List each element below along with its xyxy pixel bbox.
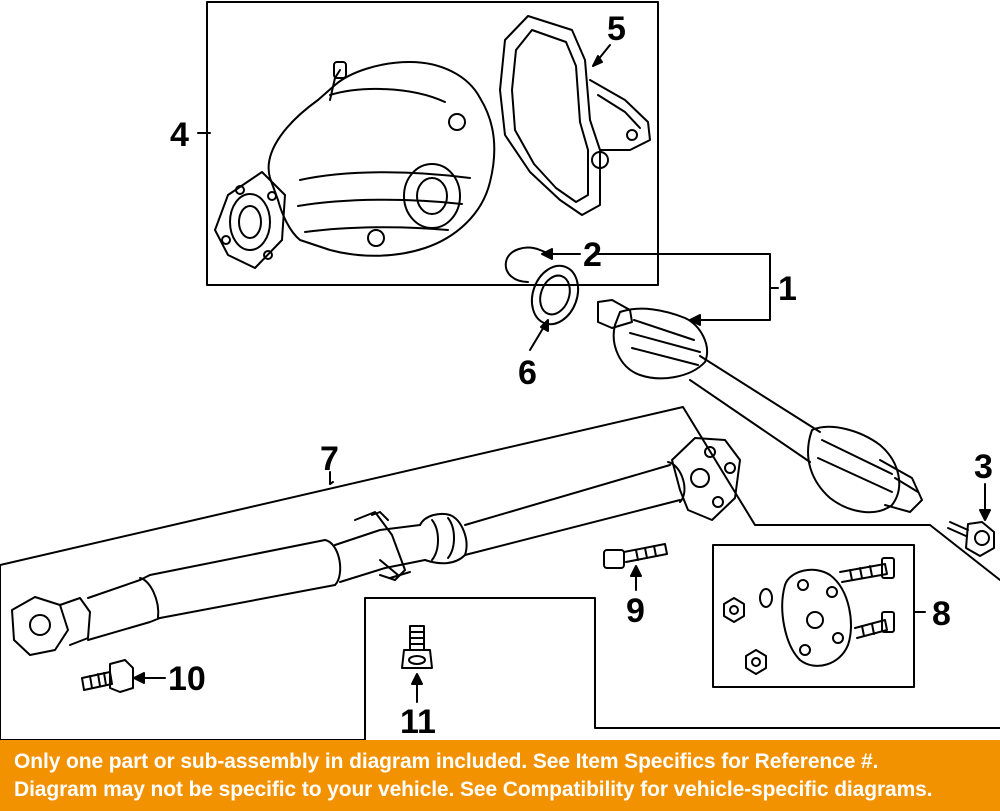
snap-ring	[504, 246, 541, 283]
callout-5: 5	[607, 10, 626, 48]
bolt-11	[401, 625, 433, 669]
disclaimer-line-2: Diagram may not be specific to your vehi…	[14, 778, 933, 801]
bolt-10	[81, 659, 134, 693]
exploded-parts-diagram: 1 2 3 4 5 6 7 8 9 10 11	[0, 1, 1000, 740]
axle-nut	[947, 521, 995, 557]
flex-disc-kit-box	[712, 544, 915, 688]
propeller-shaft	[11, 437, 741, 656]
callout-7: 7	[320, 440, 339, 478]
disclaimer-banner: Only one part or sub-assembly in diagram…	[0, 740, 1000, 811]
callout-11: 11	[400, 703, 436, 740]
driveshaft-group-box	[0, 406, 1000, 581]
callout-2: 2	[583, 236, 602, 274]
flex-disc-kit	[723, 557, 895, 675]
bolt-9	[603, 543, 668, 569]
callout-3: 3	[974, 448, 993, 486]
callout-10: 10	[168, 660, 206, 698]
callout-4: 4	[170, 116, 189, 154]
axle-seal	[530, 264, 580, 326]
callout-9: 9	[626, 592, 645, 630]
differential-group-box	[206, 1, 659, 286]
rear-axle-shaft	[597, 299, 923, 514]
disclaimer-line-1: Only one part or sub-assembly in diagram…	[14, 750, 879, 773]
callout-8: 8	[932, 595, 951, 633]
differential-cover-gasket	[499, 15, 651, 216]
callout-6: 6	[518, 354, 537, 392]
callout-1: 1	[778, 270, 797, 308]
differential-housing	[214, 61, 496, 269]
